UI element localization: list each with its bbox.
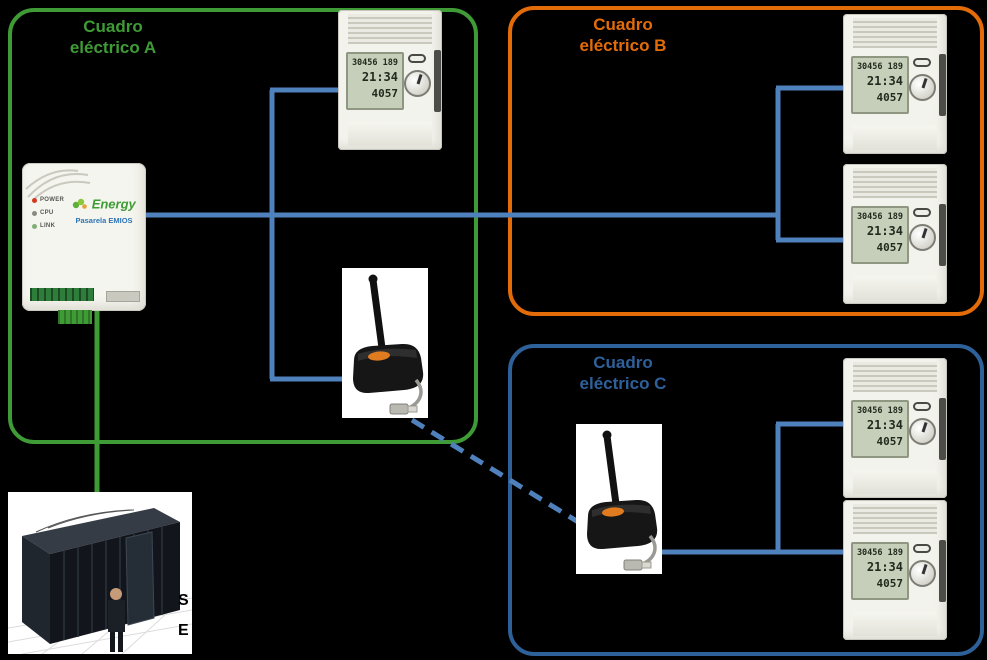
emios-gateway-device: POWER CPU LINK Energy Pasarela EMIOS [22, 163, 146, 324]
gateway-vent-arcs-icon [25, 169, 91, 200]
meter-vent-slots [853, 168, 937, 198]
cpu-led-icon [32, 210, 37, 216]
group-label-a: Cuadro eléctrico A [38, 16, 188, 58]
meter-energy-reading: 30456 189 [856, 212, 903, 222]
group-label-c-line2: eléctrico C [579, 374, 667, 393]
energy-meter-device: 30456 189 21:34 4057 [843, 164, 947, 304]
group-box-cuadro-b: Cuadro eléctrico B [508, 6, 984, 316]
server-racks-illustration [7, 492, 193, 655]
meter-terminal-area [348, 122, 432, 146]
wireless-antenna-device [342, 268, 428, 418]
meter-side-brand-strip [939, 398, 946, 460]
group-label-b: Cuadro eléctrico B [548, 14, 698, 56]
meter-selector-knob [909, 224, 936, 251]
meter-button [913, 544, 931, 553]
meter-aux-reading: 4057 [876, 435, 904, 448]
gateway-led-cpu: CPU [32, 210, 64, 216]
meter-time-reading: 21:34 [866, 560, 903, 574]
gateway-led-power: POWER [32, 197, 64, 203]
meter-lcd-display: 30456 189 21:34 4057 [346, 52, 404, 110]
gateway-logo-block: Energy Pasarela EMIOS [66, 195, 142, 225]
meter-button [913, 208, 931, 217]
server-caption-line2: E [178, 622, 189, 639]
antenna-illustration [353, 274, 424, 415]
link-led-icon [32, 223, 37, 229]
meter-b2: 30456 189 21:34 4057 [843, 164, 947, 304]
group-box-cuadro-c: Cuadro eléctrico C [508, 344, 984, 656]
energy-meter-device: 30456 189 21:34 4057 [338, 10, 442, 150]
meter-button [913, 58, 931, 67]
meter-terminal-area [853, 470, 937, 494]
group-label-b-line1: Cuadro [593, 15, 653, 34]
meter-lcd-display: 30456 189 21:34 4057 [851, 400, 909, 458]
antenna-a [342, 268, 428, 418]
meter-aux-reading: 4057 [876, 91, 904, 104]
meter-side-brand-strip [939, 204, 946, 266]
meter-lcd-display: 30456 189 21:34 4057 [851, 542, 909, 600]
antenna-illustration [587, 430, 658, 571]
gateway-led-panel: POWER CPU LINK [32, 197, 64, 236]
meter-side-brand-strip [939, 540, 946, 602]
meter-time-reading: 21:34 [866, 224, 903, 238]
meter-vent-slots [348, 14, 432, 44]
meter-energy-reading: 30456 189 [856, 548, 903, 558]
power-led-label: POWER [40, 197, 65, 203]
meter-terminal-area [853, 126, 937, 150]
group-label-b-line2: eléctrico B [579, 36, 667, 55]
meter-lcd-display: 30456 189 21:34 4057 [851, 206, 909, 264]
meter-button [913, 402, 931, 411]
meter-vent-slots [853, 504, 937, 534]
group-box-cuadro-a: Cuadro eléctrico A [8, 8, 478, 444]
meter-side-brand-strip [939, 54, 946, 116]
meter-lcd-display: 30456 189 21:34 4057 [851, 56, 909, 114]
meter-time-reading: 21:34 [361, 70, 398, 84]
meter-terminal-area [853, 612, 937, 636]
energy-logo-icon [73, 199, 88, 210]
meter-c1: 30456 189 21:34 4057 [843, 358, 947, 498]
meter-aux-reading: 4057 [876, 577, 904, 590]
meter-energy-reading: 30456 189 [856, 406, 903, 416]
meter-selector-knob [909, 418, 936, 445]
meter-selector-knob [404, 70, 431, 97]
meter-aux-reading: 4057 [876, 241, 904, 254]
gateway-brand: Energy [91, 196, 136, 212]
server-room-image [7, 492, 193, 655]
group-label-a-line1: Cuadro [83, 17, 143, 36]
meter-button [408, 54, 426, 63]
gateway-terminal-block [30, 288, 94, 301]
meter-selector-knob [909, 74, 936, 101]
meter-c2: 30456 189 21:34 4057 [843, 500, 947, 640]
meter-energy-reading: 30456 189 [856, 62, 903, 72]
meter-time-reading: 21:34 [866, 418, 903, 432]
group-label-a-line2: eléctrico A [69, 38, 157, 57]
meter-vent-slots [853, 18, 937, 48]
meter-terminal-area [853, 276, 937, 300]
meter-time-reading: 21:34 [866, 74, 903, 88]
meter-b1: 30456 189 21:34 4057 [843, 14, 947, 154]
meter-vent-slots [853, 362, 937, 392]
gateway-bottom-connector [58, 310, 92, 324]
wireless-antenna-device [576, 424, 662, 574]
gateway-led-link: LINK [32, 223, 64, 229]
group-label-c: Cuadro eléctrico C [548, 352, 698, 394]
group-label-c-line1: Cuadro [593, 353, 653, 372]
server-caption-line1: S [178, 592, 189, 609]
meter-energy-reading: 30456 189 [351, 58, 398, 68]
link-led-label: LINK [40, 223, 56, 229]
antenna-c [576, 424, 662, 574]
meter-selector-knob [909, 560, 936, 587]
meter-side-brand-strip [434, 50, 441, 112]
power-led-icon [32, 197, 37, 203]
meter-aux-reading: 4057 [371, 87, 399, 100]
cpu-led-label: CPU [40, 210, 54, 216]
gateway-connector [106, 291, 140, 302]
gateway-model: Pasarela EMIOS [75, 216, 133, 225]
server-caption: S E [178, 586, 189, 646]
energy-meter-device: 30456 189 21:34 4057 [843, 14, 947, 154]
energy-meter-device: 30456 189 21:34 4057 [843, 500, 947, 640]
energy-meter-device: 30456 189 21:34 4057 [843, 358, 947, 498]
meter-a1: 30456 189 21:34 4057 [338, 10, 442, 150]
